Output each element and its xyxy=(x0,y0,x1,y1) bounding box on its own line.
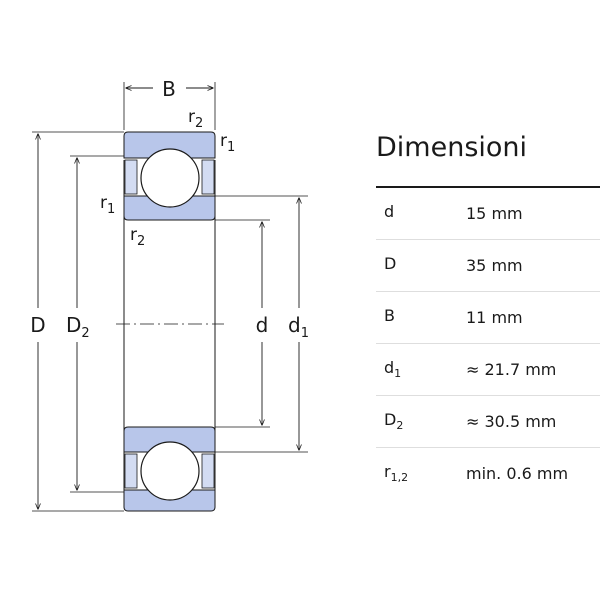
row-value: ≈ 21.7 mm xyxy=(466,360,557,379)
table-row: r1,2 min. 0.6 mm xyxy=(376,448,600,499)
extension-lines xyxy=(32,82,308,512)
panel-title: Dimensioni xyxy=(376,132,528,163)
dimension-lines xyxy=(38,88,299,509)
bottom-seal-left xyxy=(124,453,138,489)
label-D: D xyxy=(30,313,45,337)
row-symbol: D xyxy=(384,254,397,274)
row-value: 35 mm xyxy=(466,256,523,275)
table-row: D2 ≈ 30.5 mm xyxy=(376,396,600,448)
label-r1-top: r1 xyxy=(220,131,235,155)
row-symbol: B xyxy=(384,306,395,326)
label-r2-top: r2 xyxy=(188,107,203,131)
top-outer-ring xyxy=(123,131,216,159)
row-symbol: d1 xyxy=(384,358,402,381)
bottom-ring-section xyxy=(123,426,216,512)
top-ring-section xyxy=(123,131,216,221)
row-value: min. 0.6 mm xyxy=(466,464,569,483)
bearing-section xyxy=(116,131,224,512)
table-row: d 15 mm xyxy=(376,188,600,240)
label-B: B xyxy=(162,77,176,101)
table-row: D 35 mm xyxy=(376,240,600,292)
label-d1: d1 xyxy=(288,313,309,341)
row-symbol: d xyxy=(384,202,395,222)
top-ball xyxy=(140,148,200,208)
row-symbol: D2 xyxy=(384,410,404,433)
label-r2-left: r2 xyxy=(130,225,145,249)
table-row: d1 ≈ 21.7 mm xyxy=(376,344,600,396)
dimensions-panel: Dimensioni d 15 mm D 35 mm B 11 mm d1 ≈ … xyxy=(376,128,600,499)
row-symbol: r1,2 xyxy=(384,462,409,485)
label-r1-left: r1 xyxy=(100,193,115,217)
label-D2: D2 xyxy=(66,313,90,341)
row-value: 11 mm xyxy=(466,308,523,327)
row-value: ≈ 30.5 mm xyxy=(466,412,557,431)
dimensions-table: d 15 mm D 35 mm B 11 mm d1 ≈ 21.7 mm D2 … xyxy=(376,186,600,499)
bottom-seal-right xyxy=(201,453,215,489)
row-value: 15 mm xyxy=(466,204,523,223)
label-d: d xyxy=(256,313,269,337)
top-seal-left xyxy=(124,159,138,195)
top-seal-right xyxy=(201,159,215,195)
table-row: B 11 mm xyxy=(376,292,600,344)
top-inner-ring xyxy=(123,195,216,221)
bottom-ball xyxy=(140,441,200,501)
